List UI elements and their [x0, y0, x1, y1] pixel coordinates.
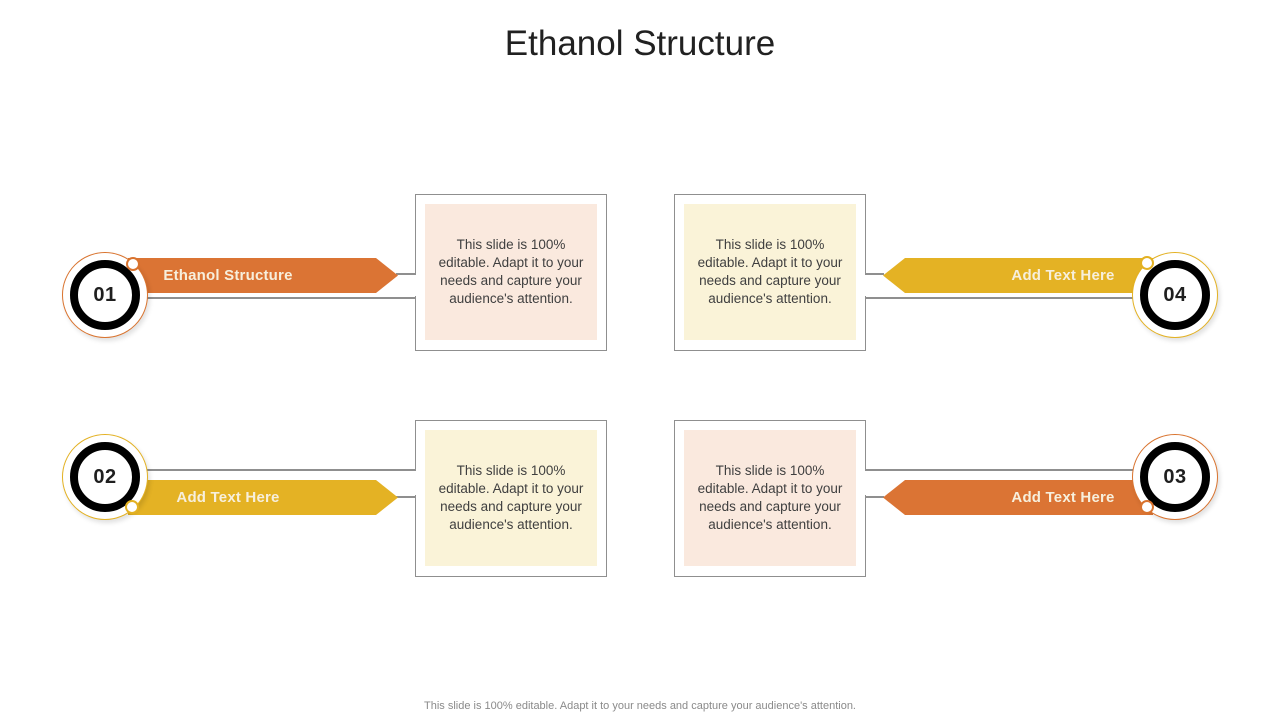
badge-ring: 03: [1140, 442, 1210, 512]
description-text: This slide is 100% editable. Adapt it to…: [438, 463, 584, 532]
description-text: This slide is 100% editable. Adapt it to…: [438, 237, 584, 306]
step-banner-01[interactable]: Ethanol Structure: [128, 258, 398, 293]
badge-dot: [125, 500, 139, 514]
step-banner-04[interactable]: Add Text Here: [883, 258, 1153, 293]
border-notch: [414, 471, 418, 495]
description-box-04[interactable]: This slide is 100% editable. Adapt it to…: [674, 194, 866, 351]
badge-ring: 04: [1140, 260, 1210, 330]
description-box-01[interactable]: This slide is 100% editable. Adapt it to…: [415, 194, 607, 351]
badge-dot: [1140, 500, 1154, 514]
step-number: 04: [1163, 283, 1187, 306]
description-box-fill: This slide is 100% editable. Adapt it to…: [425, 430, 597, 566]
connector-line: [140, 297, 417, 299]
slide-title[interactable]: Ethanol Structure: [504, 24, 776, 63]
description-box-03[interactable]: This slide is 100% editable. Adapt it to…: [674, 420, 866, 577]
border-notch: [863, 471, 867, 495]
step-banner-03[interactable]: Add Text Here: [883, 480, 1153, 515]
step-banner-02[interactable]: Add Text Here: [128, 480, 398, 515]
badge-dot: [126, 257, 140, 271]
badge-ring: 01: [70, 260, 140, 330]
step-banner-label: Add Text Here: [1011, 267, 1115, 284]
footer-note: This slide is 100% editable. Adapt it to…: [424, 700, 856, 712]
border-notch: [863, 275, 867, 296]
description-box-fill: This slide is 100% editable. Adapt it to…: [425, 204, 597, 340]
connector-line: [866, 297, 1142, 299]
connector-line: [866, 469, 1142, 471]
step-banner-label: Ethanol Structure: [163, 267, 293, 284]
step-number: 01: [93, 283, 117, 306]
step-badge-02: 02: [62, 434, 148, 520]
connector-line: [866, 273, 884, 275]
connector-line: [396, 273, 417, 275]
connector-line: [396, 496, 417, 498]
connector-line: [866, 496, 884, 498]
border-notch: [414, 275, 418, 296]
step-number: 02: [93, 465, 117, 488]
step-banner-label: Add Text Here: [1011, 489, 1115, 506]
step-number: 03: [1163, 465, 1187, 488]
description-box-fill: This slide is 100% editable. Adapt it to…: [684, 430, 856, 566]
badge-dot: [1140, 256, 1154, 270]
connector-line: [140, 469, 417, 471]
badge-ring: 02: [70, 442, 140, 512]
step-badge-04: 04: [1132, 252, 1218, 338]
description-box-02[interactable]: This slide is 100% editable. Adapt it to…: [415, 420, 607, 577]
step-banner-label: Add Text Here: [176, 489, 280, 506]
description-text: This slide is 100% editable. Adapt it to…: [697, 237, 843, 306]
description-box-fill: This slide is 100% editable. Adapt it to…: [684, 204, 856, 340]
description-text: This slide is 100% editable. Adapt it to…: [697, 463, 843, 532]
